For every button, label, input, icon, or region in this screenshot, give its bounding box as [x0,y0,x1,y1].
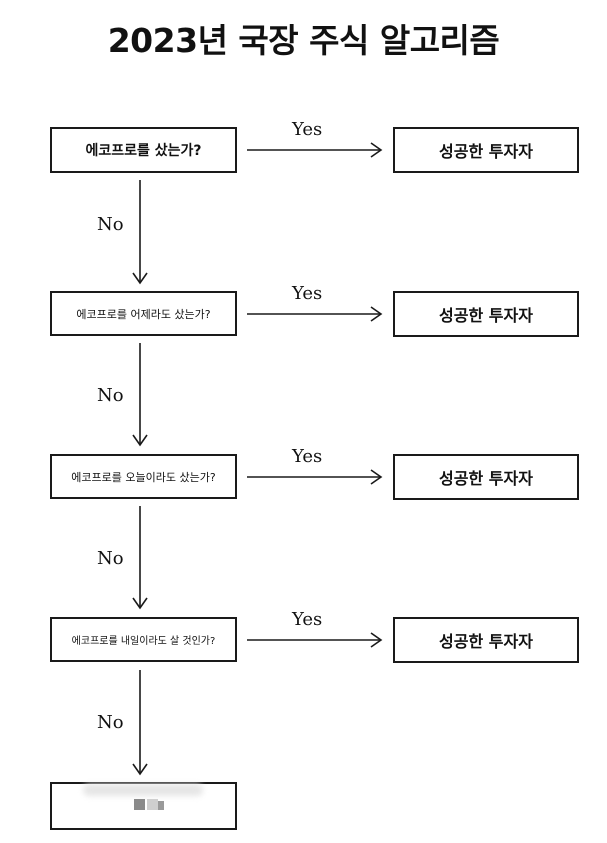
result-box-1: 성공한 투자자 [393,127,579,173]
pixelated-mosaic [158,801,164,810]
question-box-4: 에코프로를 내일이라도 살 것인가? [50,617,237,662]
result-text-4: 성공한 투자자 [439,632,533,651]
diagram-title: 2023년 국장 주식 알고리즘 [107,21,500,60]
result-box-2: 성공한 투자자 [393,291,579,337]
result-box-3: 성공한 투자자 [393,454,579,500]
pixelated-mosaic [147,799,158,810]
result-text-1: 성공한 투자자 [439,142,533,161]
yes-arrow-2 [247,306,383,322]
question-text-2: 에코프로를 어제라도 샀는가? [76,307,211,321]
question-text-4: 에코프로를 내일이라도 살 것인가? [71,636,216,647]
yes-label-4: Yes [292,609,323,630]
yes-arrow-4 [247,632,383,648]
yes-label-3: Yes [292,446,323,467]
yes-label-1: Yes [292,119,323,140]
yes-label-2: Yes [292,283,323,304]
yes-arrow-3 [247,469,383,485]
question-box-2: 에코프로를 어제라도 샀는가? [50,291,237,336]
question-text-1: 에코프로를 샀는가? [85,143,202,159]
no-arrow-1 [132,180,148,285]
question-box-1: 에코프로를 샀는가? [50,127,237,173]
blurred-overlay [83,784,203,796]
no-label-3: No [97,548,124,569]
no-label-4: No [97,712,124,733]
no-label-2: No [97,385,124,406]
yes-arrow-1 [247,142,383,158]
question-text-3: 에코프로를 오늘이라도 샀는가? [71,470,216,484]
result-box-4: 성공한 투자자 [393,617,579,663]
no-arrow-4 [132,670,148,776]
result-text-3: 성공한 투자자 [439,469,533,488]
no-arrow-3 [132,506,148,610]
result-text-2: 성공한 투자자 [439,306,533,325]
question-box-3: 에코프로를 오늘이라도 샀는가? [50,454,237,499]
no-arrow-2 [132,343,148,447]
no-label-1: No [97,214,124,235]
pixelated-mosaic [134,799,145,810]
